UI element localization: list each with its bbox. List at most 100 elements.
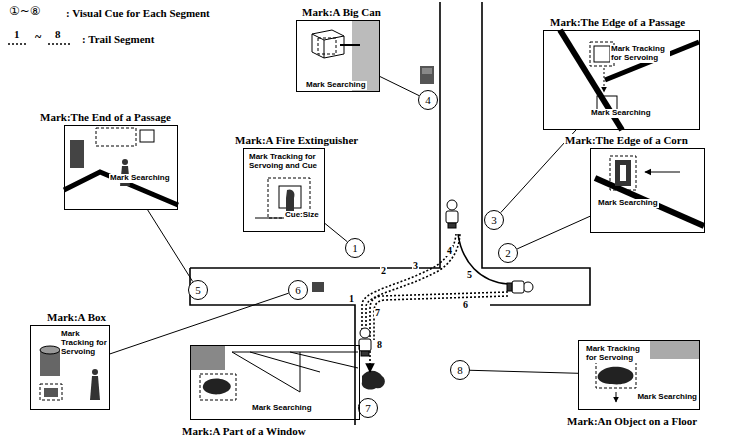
mark-title: Mark:The Edge of a Corn (564, 134, 689, 146)
robot-icon (359, 200, 533, 356)
cue-circle: 7 (358, 398, 378, 418)
robot-trail (366, 234, 460, 330)
cue-circle: 4 (418, 90, 438, 110)
map-mark (420, 66, 434, 84)
cue-number: 4 (425, 95, 431, 106)
legend-sample-text: 1 (13, 28, 21, 40)
inset-note: Mark Tracking for Servoing and Cue (248, 153, 322, 171)
robot-trail (362, 234, 508, 372)
map-mark (422, 68, 432, 74)
inset-picture (312, 30, 344, 58)
corridor-wall (190, 2, 440, 268)
inset-picture (191, 346, 358, 400)
mark-title: Mark:A Box (46, 311, 107, 323)
inset-note: Mark Searching (636, 393, 698, 402)
robot-icon (446, 211, 458, 223)
inset-picture (645, 171, 680, 172)
robot-icon (361, 351, 369, 356)
legend-sample-text: 8 (54, 28, 62, 40)
inset-picture (605, 42, 699, 80)
inset-note: Mark Tracking for Servoing (60, 330, 108, 356)
inset-picture (64, 128, 178, 205)
inset-picture (286, 189, 295, 212)
trail-segment-number: 7 (374, 308, 381, 318)
robot-trail (374, 296, 508, 340)
mark-title: Mark:The End of a Passage (39, 111, 172, 123)
leader-line (325, 223, 347, 241)
mark-title: Mark:A Fire Extinguisher (234, 134, 359, 146)
corridor-wall (190, 2, 590, 425)
trail-segment-number: 3 (412, 261, 419, 271)
leader-line (380, 77, 419, 96)
legend-sample (48, 43, 70, 45)
robot-icon (507, 283, 512, 291)
trail-segment-number: 6 (462, 300, 469, 310)
leader-line (148, 210, 193, 282)
map-mark (312, 66, 434, 390)
inset-picture (90, 376, 100, 400)
cue-number: 8 (457, 365, 463, 376)
inset-view: Mark:A BoxMark Tracking for Servoing (30, 325, 110, 410)
inset-note: Cue:Size (284, 211, 320, 220)
leader-line (470, 370, 578, 373)
legend-text: : Visual Cue for Each Segment (66, 7, 210, 19)
inset-picture (44, 388, 58, 397)
cue-circle: 6 (288, 280, 308, 300)
cue-circle: 8 (450, 360, 470, 380)
mark-title: Mark:An Object on a Floor (566, 415, 698, 427)
inset-note: Mark Tracking for Servoing (585, 345, 643, 363)
inset-picture (616, 392, 617, 402)
inset-picture (595, 178, 704, 226)
inset-picture (40, 384, 62, 400)
inset-view: Mark:The Edge of a PassageMark Tracking … (543, 30, 700, 130)
mark-title: Mark:A Part of a Window (181, 425, 307, 437)
trail-segment-number: 4 (446, 246, 453, 256)
robot-icon (512, 281, 524, 293)
cue-number: 5 (195, 285, 201, 296)
inset-view: Mark:The Edge of a CornMark Searching (590, 148, 705, 233)
inset-picture (92, 369, 98, 375)
cue-number: 7 (365, 403, 371, 414)
legend-sample (8, 43, 28, 45)
legend-sample-text: ①~⑧ (8, 4, 42, 18)
inset-note: Mark Searching (109, 174, 171, 183)
legend-text: : Trail Segment (82, 33, 154, 45)
mark-title: Mark:The Edge of a Passage (549, 16, 686, 28)
inset-picture (594, 46, 610, 62)
inset-view: Mark:The End of a PassageMark Searching (64, 125, 178, 210)
cue-circle: 3 (484, 210, 504, 230)
inset-picture (318, 38, 336, 54)
robot-icon (447, 200, 457, 210)
inset-picture (615, 160, 631, 186)
inset-picture (560, 30, 699, 130)
inset-picture (140, 130, 154, 142)
cue-number: 1 (352, 243, 358, 254)
inset-picture (598, 367, 634, 385)
cue-circle: 5 (188, 280, 208, 300)
cue-circle: 2 (498, 243, 518, 263)
robot-trail (362, 234, 456, 330)
inset-picture (340, 44, 360, 46)
robot-trail (370, 292, 508, 372)
inset-note: Mark Searching (590, 109, 652, 118)
mark-title: Mark:A Big Can (301, 6, 382, 18)
legend-sample-text: ~ (34, 30, 42, 45)
inset-view: Mark:A Fire ExtinguisherMark Tracking fo… (243, 148, 325, 232)
inset-picture (40, 346, 60, 354)
robot-icon (359, 339, 371, 351)
map-mark (362, 371, 385, 390)
trail-segment-number: 5 (466, 270, 473, 280)
inset-picture (232, 352, 358, 392)
inset-picture (595, 156, 704, 226)
inset-picture (191, 346, 225, 370)
inset-picture (203, 378, 231, 394)
inset-picture (200, 374, 236, 400)
inset-picture (650, 341, 699, 359)
inset-picture (122, 159, 128, 165)
corridor-wall (190, 268, 355, 425)
inset-view: Mark:A Big CanMark Searching (296, 20, 380, 92)
map-mark (312, 282, 324, 292)
robot-icon (448, 223, 456, 228)
trail-segment-number: 1 (348, 294, 355, 304)
inset-note: Mark Searching (597, 199, 659, 208)
